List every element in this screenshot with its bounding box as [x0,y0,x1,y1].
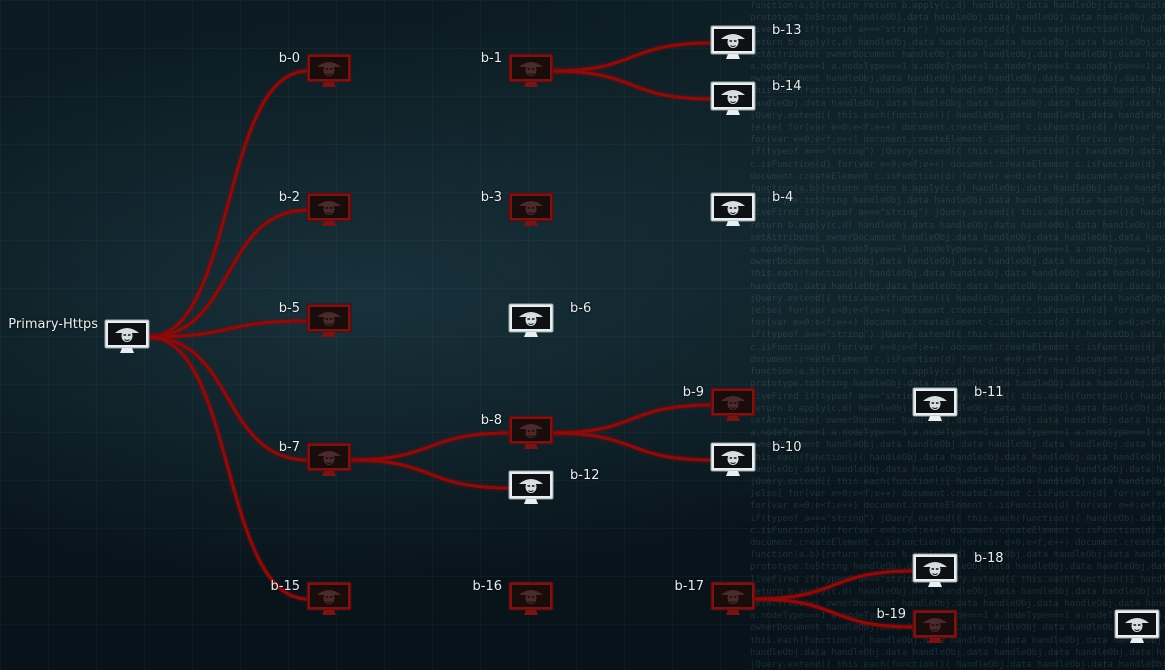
node-label: b-9 [682,385,704,400]
node-b5[interactable] [306,303,352,339]
node-b19[interactable] [912,609,958,645]
node-b14[interactable] [710,81,756,117]
node-b16[interactable] [508,581,554,617]
node-b13[interactable] [710,25,756,61]
link-primary-b2 [147,208,309,339]
node-primary[interactable] [104,319,150,355]
node-label: b-17 [674,579,705,594]
node-label: b-10 [772,440,802,455]
node-label: b-8 [480,413,502,428]
background-code-texture: function(a,b){return return b.apply(c,d)… [750,1,1165,670]
link-primary-b0 [147,69,309,339]
node-label: b-12 [570,468,600,483]
link-b7-b12 [349,458,511,490]
link-b17-b19 [753,597,915,629]
node-b18[interactable] [912,553,958,589]
node-label: b-2 [278,190,300,205]
node-b8[interactable] [508,415,554,451]
node-b11[interactable] [912,387,958,423]
link-primary-b7 [147,335,309,462]
node-b9[interactable] [710,387,756,423]
node-label: b-5 [278,301,300,316]
link-primary-b15 [147,335,309,601]
node-label: b-1 [480,51,502,66]
node-label: Primary-Https [8,317,98,332]
node-label: b-11 [974,385,1004,400]
node-label: b-6 [570,301,592,316]
node-label: b-3 [480,190,502,205]
node-b17[interactable] [710,581,756,617]
node-label: b-0 [278,51,300,66]
node-label: b-16 [472,579,503,594]
node-b10[interactable] [710,442,756,478]
node-b4[interactable] [710,192,756,228]
node-b12[interactable] [508,470,554,506]
link-b1-b13 [551,41,713,73]
link-b8-b10 [551,431,713,462]
node-label: b-4 [772,190,794,205]
node-b15[interactable] [306,581,352,617]
node-b7[interactable] [306,442,352,478]
link-primary-b5 [147,319,309,339]
link-b8-b9 [551,403,713,435]
node-label: b-14 [772,79,802,94]
node-b6[interactable] [508,303,554,339]
node-b3[interactable] [508,192,554,228]
node-b0[interactable] [306,53,352,89]
node-b2[interactable] [306,192,352,228]
link-b1-b14 [551,69,713,101]
link-b7-b8 [349,431,511,462]
node-label: b-7 [278,440,300,455]
link-b17-b18 [753,569,915,601]
node-b20[interactable] [1114,609,1160,645]
node-b1[interactable] [508,53,554,89]
node-label: b-19 [876,607,907,622]
node-label: b-13 [772,23,802,38]
node-label: b-15 [270,579,301,594]
node-label: b-18 [974,551,1004,566]
